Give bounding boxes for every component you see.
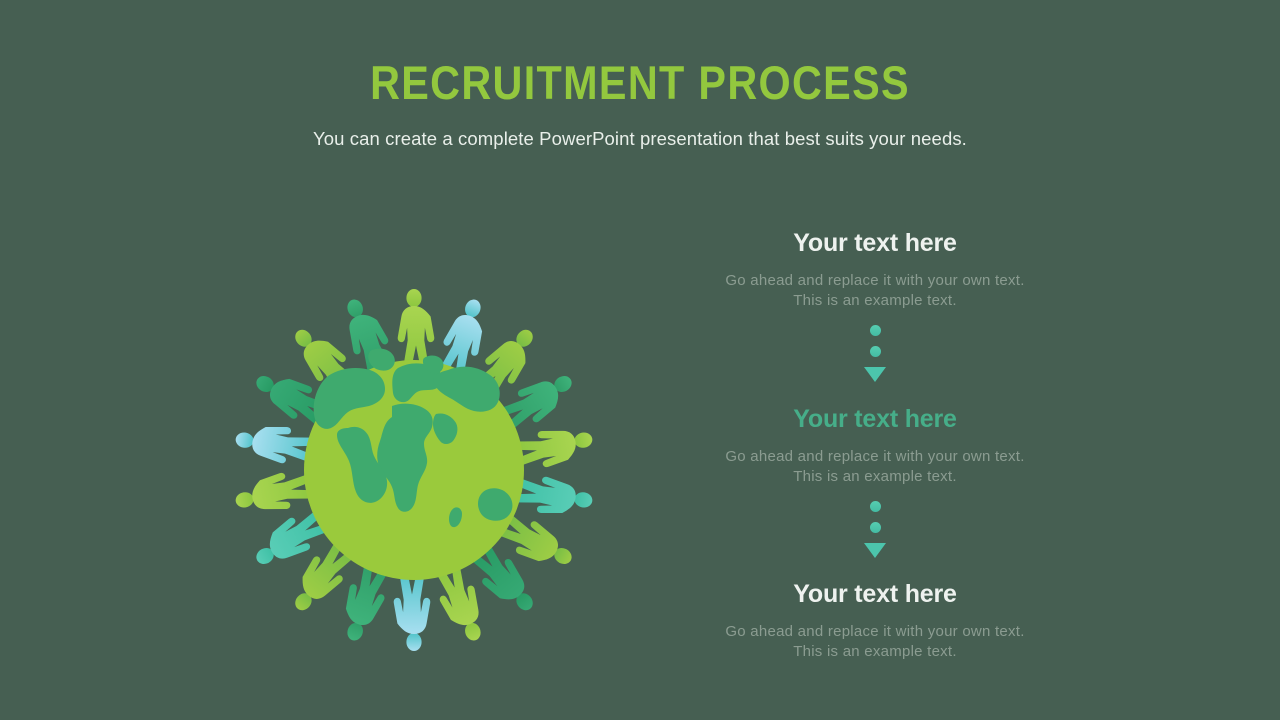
block-3-body: Go ahead and replace it with your own te…: [672, 622, 1078, 661]
block-spacer: [672, 382, 1078, 404]
separator-dot-icon: [869, 325, 881, 336]
separator-2: [862, 501, 888, 558]
separator-dot-icon: [869, 501, 881, 512]
block-1-heading: Your text here: [793, 229, 957, 257]
text-column: Your text here Go ahead and replace it w…: [672, 228, 1078, 661]
globe-continents: [313, 348, 513, 528]
block-2-body-line-1: Go ahead and replace it with your own te…: [725, 448, 1025, 465]
globe: [304, 348, 524, 580]
block-2-body: Go ahead and replace it with your own te…: [672, 447, 1078, 486]
text-block-3: Your text here Go ahead and replace it w…: [672, 579, 1078, 661]
block-1-body-line-2: This is an example text.: [793, 291, 957, 309]
globe-with-people-illustration: [186, 218, 642, 674]
block-3-body-line-2: This is an example text.: [793, 642, 957, 660]
page-title: RECRUITMENT PROCESS: [370, 56, 910, 109]
block-1-body-line-1: Go ahead and replace it with your own te…: [725, 272, 1025, 289]
block-3-body-line-1: Go ahead and replace it with your own te…: [725, 623, 1025, 640]
chevron-down-icon: [864, 543, 886, 558]
separator-dot-icon: [869, 522, 881, 533]
chevron-down-icon: [864, 367, 886, 382]
block-2-body-line-2: This is an example text.: [793, 467, 957, 485]
block-1-body: Go ahead and replace it with your own te…: [672, 271, 1078, 310]
slide-subtitle: You can create a complete PowerPoint pre…: [313, 127, 967, 149]
text-block-1: Your text here Go ahead and replace it w…: [672, 228, 1078, 382]
block-3-heading: Your text here: [793, 580, 957, 608]
block-2-heading: Your text here: [793, 405, 957, 433]
slide-header: RECRUITMENT PROCESS You can create a com…: [0, 56, 1280, 150]
block-spacer: [672, 558, 1078, 579]
separator-1: [862, 325, 888, 382]
text-block-2: Your text here Go ahead and replace it w…: [672, 404, 1078, 558]
separator-dot-icon: [869, 346, 881, 357]
